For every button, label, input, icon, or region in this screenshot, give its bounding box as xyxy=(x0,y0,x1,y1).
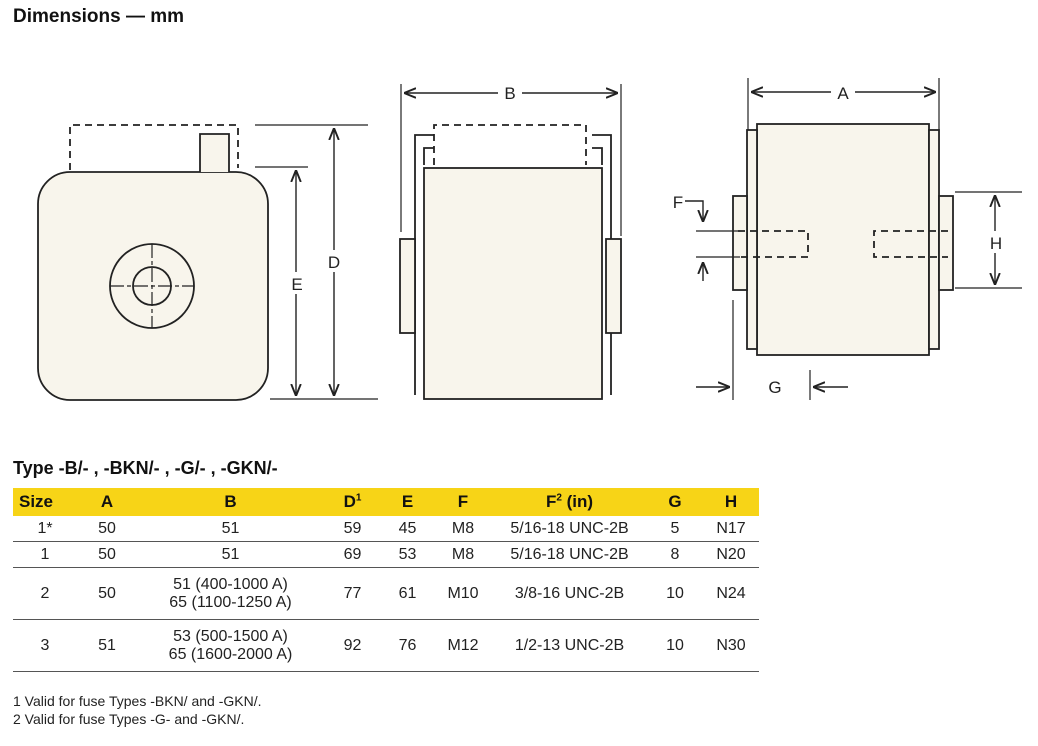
table-header-row: Size A B D1 E F F2 (in) G H xyxy=(13,488,759,516)
cell-h: N20 xyxy=(703,541,759,568)
label-f: F xyxy=(673,193,683,212)
cell-b: 51 xyxy=(137,541,324,568)
table-row: 1 50 51 69 53 M8 5/16-18 UNC-2B 8 N20 xyxy=(13,541,759,568)
cell-d: 92 xyxy=(324,619,381,672)
cell-size: 1 xyxy=(13,541,77,568)
cell-b-line2: 65 (1100-1250 A) xyxy=(169,593,292,611)
dimension-drawings: E D B xyxy=(37,78,1022,401)
cell-f: M8 xyxy=(434,516,492,542)
cell-a: 51 xyxy=(77,619,137,672)
cell-h: N30 xyxy=(703,619,759,672)
cell-g: 10 xyxy=(647,567,703,620)
cell-a: 50 xyxy=(77,541,137,568)
cell-f: M8 xyxy=(434,541,492,568)
table-title: Type -B/- , -BKN/- , -G/- , -GKN/- xyxy=(13,458,278,478)
table-row: 2 50 51 (400-1000 A)65 (1100-1250 A) 77 … xyxy=(13,567,759,620)
cell-e: 76 xyxy=(381,619,434,672)
cell-size: 2 xyxy=(13,567,77,620)
label-a: A xyxy=(837,84,849,103)
label-d: D xyxy=(328,253,340,272)
footnote-1: 1 Valid for fuse Types -BKN/ and -GKN/. xyxy=(13,693,262,709)
header-b: B xyxy=(137,488,324,516)
label-h: H xyxy=(990,234,1002,253)
dimensions-table: Size A B D1 E F F2 (in) G H 1* 50 51 59 … xyxy=(13,488,759,672)
header-f2: F2 (in) xyxy=(492,488,647,516)
cell-b: 53 (500-1500 A)65 (1600-2000 A) xyxy=(137,619,324,672)
header-size: Size xyxy=(13,488,77,516)
cell-size: 3 xyxy=(13,619,77,672)
side-view xyxy=(399,84,622,400)
cell-h: N24 xyxy=(703,567,759,620)
page-title: Dimensions — mm xyxy=(13,6,185,27)
label-e: E xyxy=(291,275,302,294)
front-view xyxy=(37,124,378,401)
cell-b: 51 (400-1000 A)65 (1100-1250 A) xyxy=(137,567,324,620)
footnotes: 1 Valid for fuse Types -BKN/ and -GKN/. … xyxy=(13,692,261,728)
header-h: H xyxy=(703,488,759,516)
cell-g: 10 xyxy=(647,619,703,672)
cell-d: 69 xyxy=(324,541,381,568)
cell-f: M12 xyxy=(434,619,492,672)
cell-b-line1: 51 (400-1000 A) xyxy=(173,575,288,593)
cell-g: 5 xyxy=(647,516,703,542)
cell-g: 8 xyxy=(647,541,703,568)
label-b: B xyxy=(504,84,515,103)
cell-f: M10 xyxy=(434,567,492,620)
footnote-2: 2 Valid for fuse Types -G- and -GKN/. xyxy=(13,711,245,727)
cell-h: N17 xyxy=(703,516,759,542)
cell-a: 50 xyxy=(77,567,137,620)
cell-f2: 5/16-18 UNC-2B xyxy=(492,516,647,542)
header-a: A xyxy=(77,488,137,516)
cell-d: 77 xyxy=(324,567,381,620)
cell-a: 50 xyxy=(77,516,137,542)
cell-b: 51 xyxy=(137,516,324,542)
header-g: G xyxy=(647,488,703,516)
cell-b-line2: 65 (1600-2000 A) xyxy=(168,645,293,663)
end-view xyxy=(685,78,1022,400)
header-d: D1 xyxy=(324,488,381,516)
table-row: 3 51 53 (500-1500 A)65 (1600-2000 A) 92 … xyxy=(13,619,759,672)
header-e: E xyxy=(381,488,434,516)
label-g: G xyxy=(768,378,781,397)
cell-f2: 3/8-16 UNC-2B xyxy=(492,567,647,620)
cell-f2: 1/2-13 UNC-2B xyxy=(492,619,647,672)
cell-d: 59 xyxy=(324,516,381,542)
cell-e: 53 xyxy=(381,541,434,568)
cell-f2: 5/16-18 UNC-2B xyxy=(492,541,647,568)
cell-size: 1* xyxy=(13,516,77,542)
cell-e: 45 xyxy=(381,516,434,542)
table-row: 1* 50 51 59 45 M8 5/16-18 UNC-2B 5 N17 xyxy=(13,516,759,542)
header-f: F xyxy=(434,488,492,516)
cell-e: 61 xyxy=(381,567,434,620)
cell-b-line1: 53 (500-1500 A) xyxy=(173,627,288,645)
